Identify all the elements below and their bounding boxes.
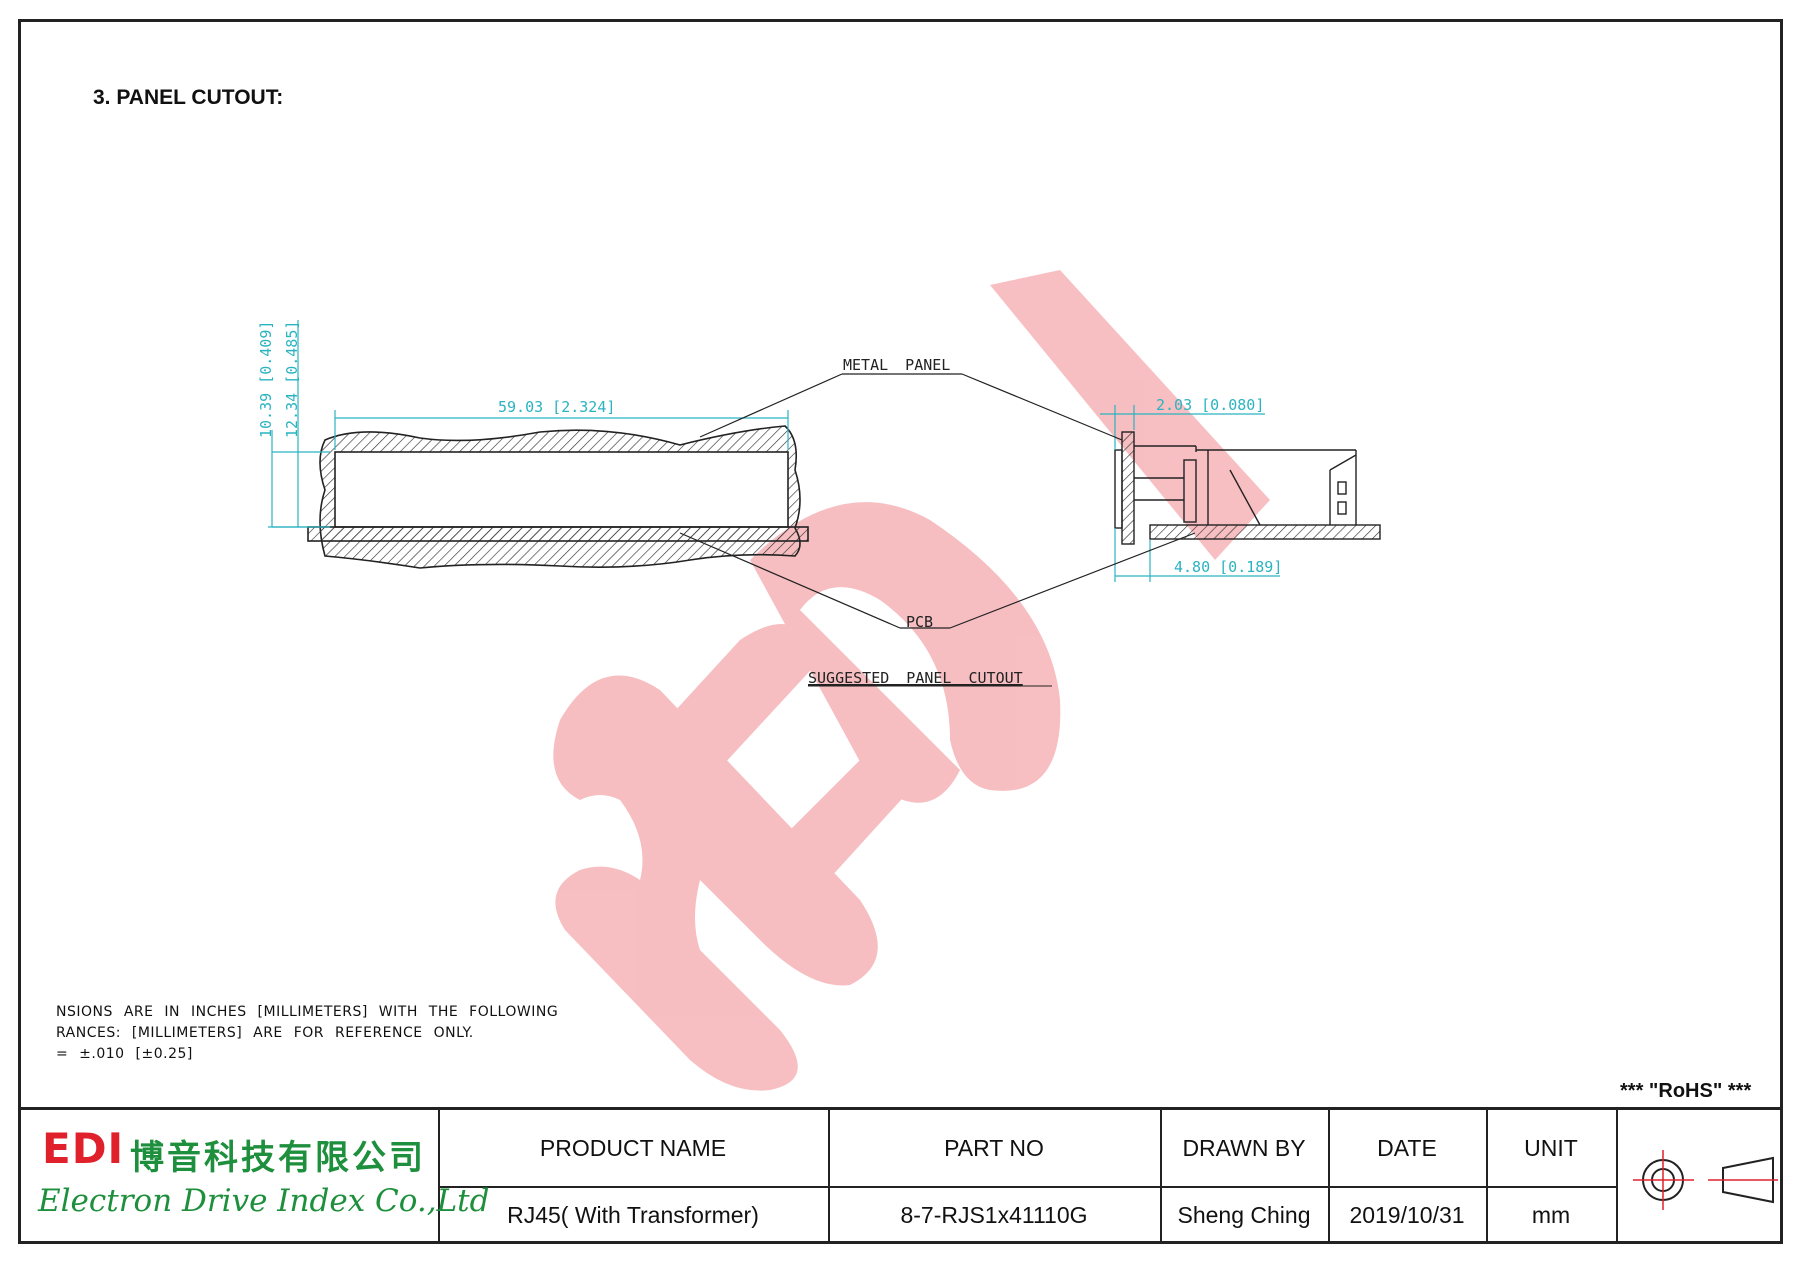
tb-row-divider	[438, 1186, 1616, 1188]
part-no-header: PART NO	[944, 1134, 1044, 1161]
drawing-frame	[18, 19, 1783, 1244]
label-suggested-cutout: SUGGESTED PANEL CUTOUT	[808, 669, 1023, 687]
unit-header: UNIT	[1524, 1134, 1578, 1161]
dim-height-1: 10.39 [0.409]	[257, 321, 275, 438]
date-value: 2019/10/31	[1349, 1201, 1465, 1228]
title-block: PRODUCT NAME RJ45( With Transformer) PAR…	[18, 1107, 1783, 1244]
leader-lines	[679, 373, 1196, 629]
tb-divider	[1486, 1110, 1488, 1244]
label-metal-panel: METAL PANEL	[843, 356, 950, 374]
tb-divider	[1616, 1110, 1618, 1244]
connector-side-view	[1114, 431, 1381, 545]
tb-divider	[1328, 1110, 1330, 1244]
dimension-lines-right	[1100, 405, 1280, 582]
date-header: DATE	[1377, 1134, 1437, 1161]
product-name-value: RJ45( With Transformer)	[507, 1201, 759, 1228]
projection-symbol-icon	[1633, 1150, 1778, 1210]
dim-width: 59.03 [2.324]	[498, 398, 615, 416]
panel-cutout-section	[307, 425, 809, 569]
tb-divider	[828, 1110, 830, 1244]
edi-watermark	[553, 270, 1270, 1091]
dimension-lines-left	[268, 320, 789, 528]
company-logo-edi: EDI	[42, 1124, 125, 1173]
notes-line-3: = ±.010 [±0.25]	[56, 1046, 193, 1062]
tb-divider	[438, 1110, 440, 1244]
part-no-value: 8-7-RJS1x41110G	[900, 1201, 1088, 1228]
dim-height-2: 12.34 [0.485]	[283, 321, 301, 438]
company-name-chinese: 博音科技有限公司	[130, 1138, 426, 1178]
drawn-by-header: DRAWN BY	[1182, 1134, 1306, 1161]
label-pcb: PCB	[906, 613, 933, 631]
notes-line-2: RANCES: [MILLIMETERS] ARE FOR REFERENCE …	[56, 1025, 474, 1041]
section-title: 3. PANEL CUTOUT:	[93, 86, 284, 109]
company-name-english: Electron Drive Index Co.,Ltd	[38, 1183, 490, 1219]
dim-thickness: 2.03 [0.080]	[1156, 396, 1264, 414]
product-name-header: PRODUCT NAME	[539, 1134, 727, 1161]
drawn-by-value: Sheng Ching	[1177, 1201, 1311, 1228]
unit-value: mm	[1531, 1201, 1571, 1228]
notes-line-1: NSIONS ARE IN INCHES [MILLIMETERS] WITH …	[56, 1004, 559, 1020]
rohs-label: *** "RoHS" ***	[1620, 1080, 1752, 1102]
tolerance-notes: NSIONS ARE IN INCHES [MILLIMETERS] WITH …	[56, 1002, 558, 1065]
dim-offset: 4.80 [0.189]	[1174, 558, 1282, 576]
tb-divider	[1160, 1110, 1162, 1244]
